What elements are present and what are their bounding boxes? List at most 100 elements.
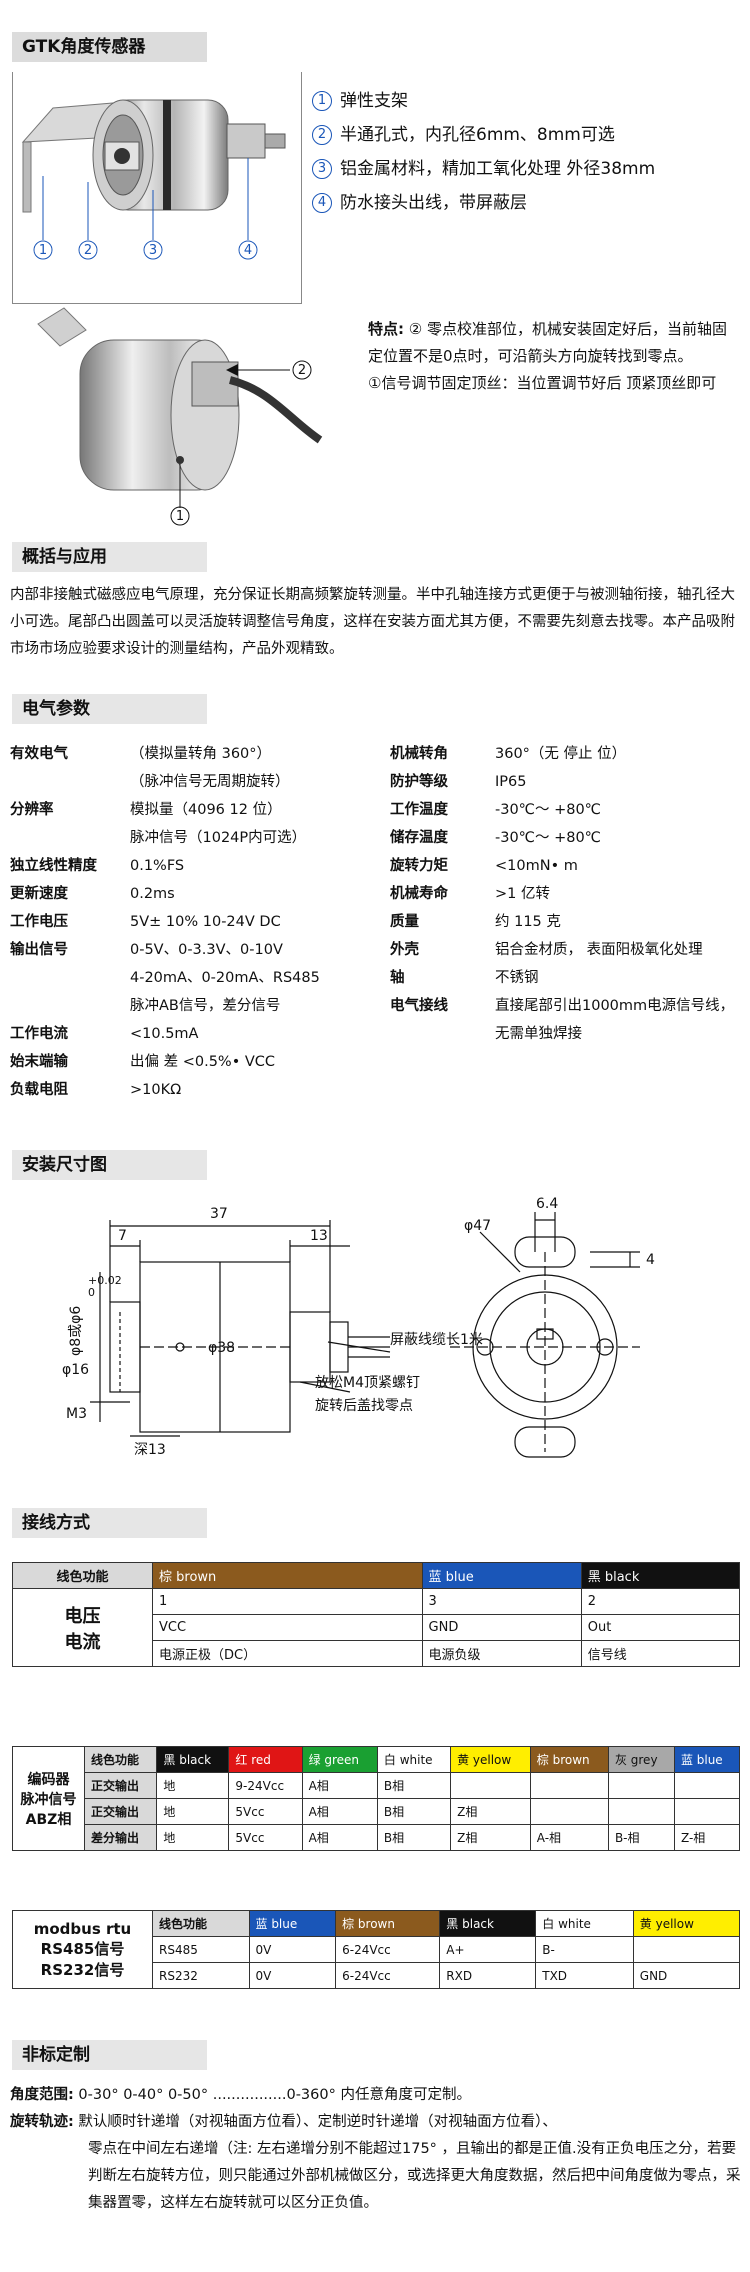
spec-row: 防护等级 IP65 (390, 768, 526, 796)
section-custom: 非标定制 (12, 2040, 207, 2070)
spec-value: <10mN• m (495, 858, 578, 874)
spec-value: 0.1%FS (130, 858, 185, 874)
callout-3: 3 (149, 243, 157, 258)
spec-row: 工作电压 5V± 10% 10-24V DC (10, 908, 281, 936)
spec-value: <10.5mA (130, 1026, 199, 1042)
section-install: 安装尺寸图 (12, 1150, 207, 1180)
spec-value: 出偏 差 <0.5%• VCC (130, 1054, 276, 1070)
sensor-photo-rear: 2 1 (37, 307, 323, 526)
callout-1b: 1 (176, 509, 184, 524)
spec-label: 防护等级 (390, 774, 448, 790)
dim-13: 13 (310, 1228, 328, 1244)
sensor-photo-front: 1 2 3 4 (12, 72, 302, 304)
spec-label: 外壳 (390, 942, 419, 958)
spec-row: 轴不锈钢 (390, 964, 539, 992)
sensor-illustration: 1 2 3 4 (21, 99, 286, 260)
spec-value: （模拟量转角 360°） (130, 746, 272, 762)
spec-row: 更新速度 0.2ms (10, 880, 175, 908)
spec-row: 机械寿命 >1 亿转 (390, 880, 550, 908)
dim-7: 7 (118, 1228, 127, 1244)
spec-row: 工作温度 -30℃～ +80℃ (390, 796, 601, 824)
dim-tol0: 0 (88, 1286, 95, 1299)
overview-text: 内部非接触式磁感应电气原理，充分保证长期高频繁旋转测量。半中孔轴连接方式更便于与… (10, 587, 735, 657)
spec-value: -30℃～ +80℃ (495, 830, 601, 846)
callout-1: 1 (39, 243, 47, 258)
spec-value: >10KΩ (130, 1082, 182, 1098)
spec-value: 360°（无 停止 位） (495, 746, 627, 762)
spec-label: 工作温度 (390, 802, 448, 818)
spec-label: 质量 (390, 914, 419, 930)
spec-value: 模拟量（4096 12 位） (130, 802, 282, 818)
dim-bore: φ8或φ6 (68, 1306, 84, 1356)
label-screw2: 旋转后盖找零点 (315, 1398, 413, 1414)
spec-label: 旋转力矩 (390, 858, 448, 874)
spec-value: 0-5V、0-3.3V、0-10V (130, 942, 283, 958)
note-label: 特点: (368, 320, 404, 338)
spec-label: 工作电流 (10, 1026, 68, 1042)
section-electrical: 电气参数 (12, 694, 207, 724)
spec-label: 负载电阻 (10, 1082, 68, 1098)
spec-row: 质量约 115 克 (390, 908, 561, 936)
spec-value: （脉冲信号无周期旋转） (130, 774, 290, 790)
dim-m3: M3 (66, 1406, 87, 1422)
spec-label: 更新速度 (10, 886, 68, 902)
callout-2: 2 (84, 243, 92, 258)
spec-value: 4-20mA、0-20mA、RS485 (130, 970, 320, 986)
spec-value: 直接尾部引出1000mm电源信号线， (495, 998, 735, 1014)
spec-row: 工作电流 <10.5mA (10, 1020, 198, 1048)
spec-value: >1 亿转 (495, 886, 550, 902)
spec-label: 轴 (390, 970, 405, 986)
spec-value: 5V± 10% 10-24V DC (130, 914, 281, 930)
spec-label: 工作电压 (10, 914, 68, 930)
spec-label: 分辨率 (10, 802, 54, 818)
analog-brown: 棕 brown (152, 1562, 423, 1589)
spec-label: 输出信号 (10, 942, 68, 958)
dim-16: φ16 (62, 1362, 89, 1378)
spec-label: 储存温度 (390, 830, 448, 846)
spec-row: 独立线性精度 0.1%FS (10, 852, 184, 880)
spec-value: -30℃～ +80℃ (495, 802, 601, 818)
spec-row: 分辨率 模拟量（4096 12 位） 脉冲信号（1024P内可选） (10, 796, 306, 846)
angle-label: 角度范围: (10, 2087, 74, 2103)
spec-label: 始末端输 (10, 1054, 68, 1070)
analog-black: 黑 black (580, 1562, 741, 1589)
spec-row: 电气接线直接尾部引出1000mm电源信号线，无需单独焊接 (390, 992, 735, 1042)
callout-2b: 2 (298, 363, 306, 378)
spec-label: 机械寿命 (390, 886, 448, 902)
spec-row: 有效电气 （模拟量转角 360°） （脉冲信号无周期旋转） (10, 740, 290, 790)
spec-value: 脉冲信号（1024P内可选） (130, 830, 307, 846)
spec-label: 独立线性精度 (10, 858, 97, 874)
feature-num: 3 (312, 159, 332, 179)
analog-blue: 蓝 blue (421, 1562, 582, 1589)
rot-text2: 零点在中间左右递增（注: 左右递增分别不能超过175° ，且输出的都是正值.没有… (88, 2141, 741, 2211)
feature-num: 1 (312, 91, 332, 111)
spec-row: 输出信号 0-5V、0-3.3V、0-10V 4-20mA、0-20mA、RS485… (10, 936, 320, 1014)
feature-num: 4 (312, 193, 332, 213)
spec-value: IP65 (495, 774, 527, 790)
dim-37: 37 (210, 1206, 228, 1222)
spec-value: 脉冲AB信号，差分信号 (130, 998, 281, 1014)
dim-6-4: 6.4 (536, 1196, 558, 1212)
custom-text: 角度范围: 0-30° 0-40° 0-50° ................… (10, 2082, 742, 2217)
section-wiring: 接线方式 (12, 1508, 207, 1538)
spec-row: 旋转力矩 <10mN• m (390, 852, 578, 880)
angle-text: 0-30° 0-40° 0-50° ................0-360°… (78, 2087, 471, 2103)
dim-4: 4 (646, 1252, 655, 1268)
spec-row: 外壳铝合金材质， 表面阳极氧化处理 (390, 936, 703, 964)
spec-value: 0.2ms (130, 886, 175, 902)
spec-label: 有效电气 (10, 746, 68, 762)
spec-row: 储存温度 -30℃～ +80℃ (390, 824, 601, 852)
page-title: GTK角度传感器 (12, 32, 207, 62)
rot-label: 旋转轨迹: (10, 2114, 74, 2130)
feature-note: 特点: ② 零点校准部位，机械安装固定好后，当前轴固定位置不是0点时，可沿箭头方… (368, 316, 740, 397)
analog-row-title: 电压电流 (12, 1588, 153, 1667)
